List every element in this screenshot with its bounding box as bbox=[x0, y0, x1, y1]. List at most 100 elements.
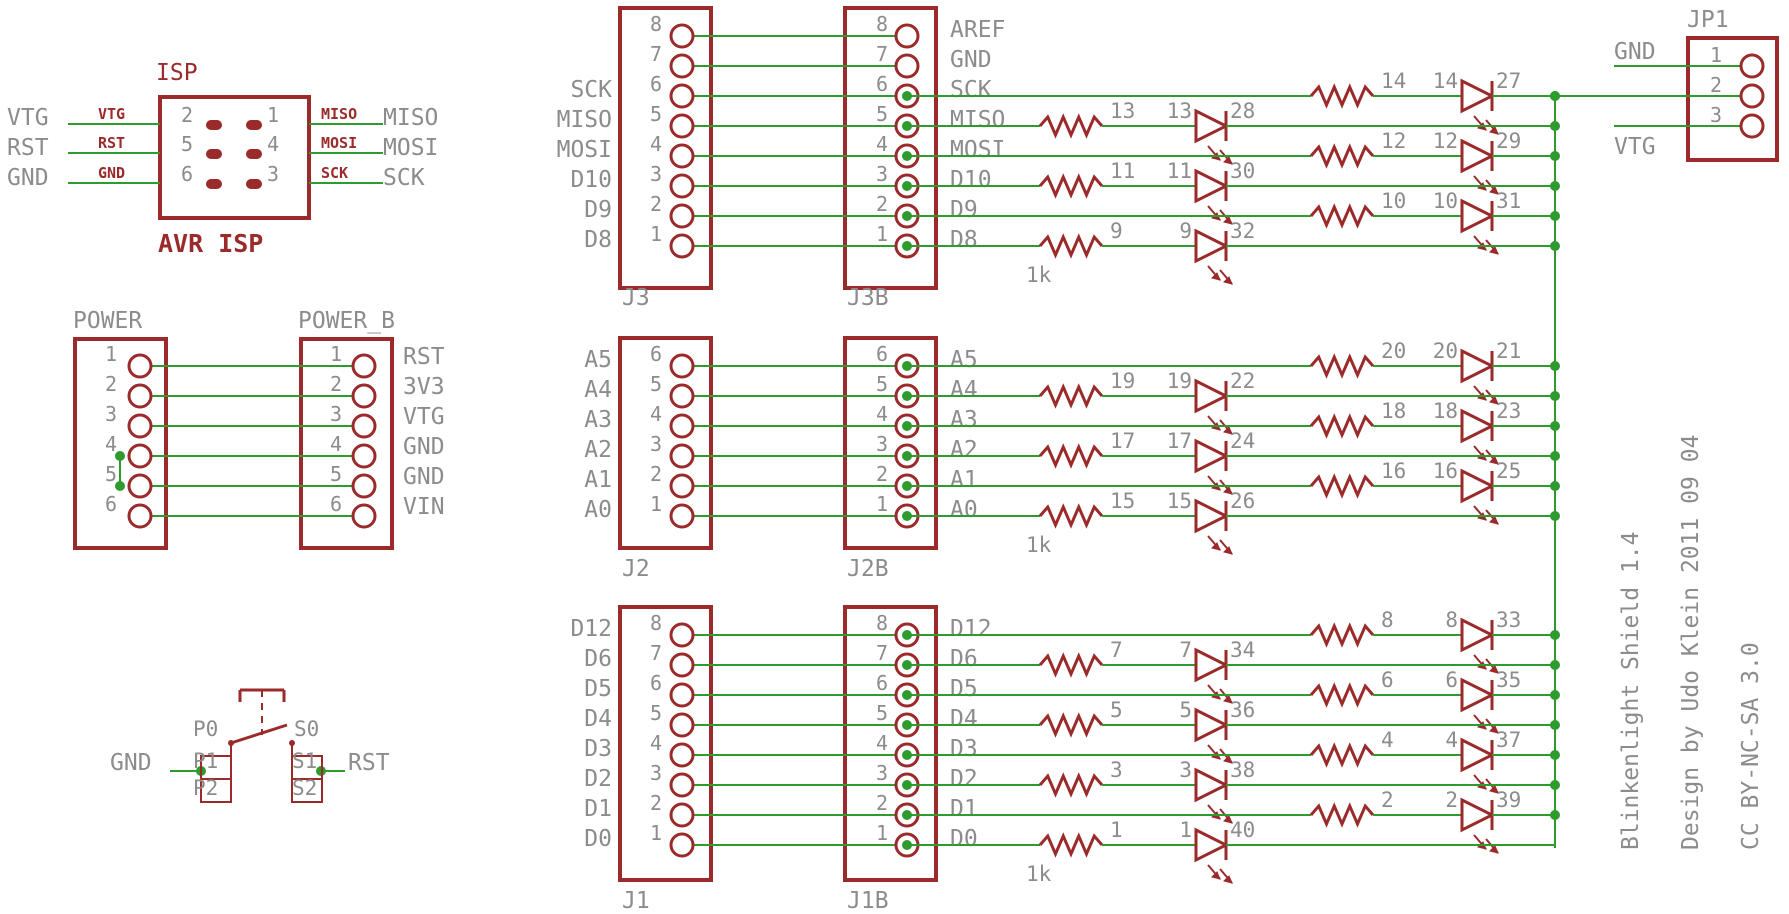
left-pin-number: 5 bbox=[650, 701, 662, 725]
isp-tag-rst: RST bbox=[98, 134, 125, 152]
right-pin-number: 4 bbox=[876, 731, 888, 755]
left-signal-label: D1 bbox=[584, 796, 612, 822]
resistor-ref: 9 bbox=[1110, 219, 1123, 243]
led-ref: 27 bbox=[1496, 69, 1521, 93]
right-pin-number: 5 bbox=[876, 372, 888, 396]
isp-label-gnd: GND bbox=[7, 165, 49, 191]
led-net-label: 15 bbox=[1167, 489, 1192, 513]
left-pin-number: 3 bbox=[650, 162, 662, 186]
jp1-pin-3: 3 bbox=[1710, 103, 1722, 127]
led bbox=[1194, 498, 1233, 555]
isp-tag-sck: SCK bbox=[321, 164, 348, 182]
switch-p2: P2 bbox=[193, 776, 218, 800]
resistor-ref: 12 bbox=[1381, 129, 1406, 153]
header-pin bbox=[669, 23, 695, 49]
led-net-label: 17 bbox=[1167, 429, 1192, 453]
left-header-name: J1 bbox=[622, 888, 650, 914]
power-pin-number: 6 bbox=[105, 492, 117, 516]
led-ref: 25 bbox=[1496, 459, 1521, 483]
resistor-value: 1k bbox=[1026, 862, 1052, 886]
led-ref: 31 bbox=[1496, 189, 1521, 213]
isp-tag-mosi: MOSI bbox=[321, 134, 357, 152]
led-net-label: 5 bbox=[1179, 698, 1192, 722]
right-pin-number: 2 bbox=[876, 791, 888, 815]
left-pin-number: 3 bbox=[650, 432, 662, 456]
led-ref: 33 bbox=[1496, 608, 1521, 632]
power-b-pin bbox=[351, 503, 377, 529]
led-net-label: 11 bbox=[1167, 159, 1192, 183]
right-pin-number: 3 bbox=[876, 761, 888, 785]
resistor bbox=[1038, 832, 1104, 858]
right-pin-number: 2 bbox=[876, 192, 888, 216]
right-header-name: J3B bbox=[847, 285, 889, 311]
resistor-ref: 20 bbox=[1381, 339, 1406, 363]
right-pin-number: 4 bbox=[876, 402, 888, 426]
right-pin-number: 5 bbox=[876, 701, 888, 725]
resistor-ref: 4 bbox=[1381, 728, 1394, 752]
jp1-label-vtg: VTG bbox=[1614, 134, 1656, 160]
led-net-label: 3 bbox=[1179, 758, 1192, 782]
left-signal-label: D2 bbox=[584, 766, 612, 792]
switch-s1: S1 bbox=[292, 749, 317, 773]
power-pin-number: 4 bbox=[105, 432, 117, 456]
resistor bbox=[1038, 503, 1104, 529]
isp-pin-5: 5 bbox=[181, 132, 193, 156]
header-pin bbox=[669, 503, 695, 529]
left-pin-number: 6 bbox=[650, 72, 662, 96]
jp1-header: JP1 1 2 3 GND VTG bbox=[1555, 7, 1779, 162]
power-b-pin bbox=[351, 383, 377, 409]
led-net-label: 10 bbox=[1433, 189, 1458, 213]
resistor-ref: 11 bbox=[1110, 159, 1135, 183]
jp1-pin-1: 1 bbox=[1710, 43, 1722, 67]
power-pin bbox=[127, 473, 153, 499]
credit-title: Blinkenlight Shield 1.4 bbox=[1618, 532, 1644, 851]
left-header-body bbox=[618, 6, 713, 290]
right-signal-label: D0 bbox=[950, 826, 978, 852]
power-b-pin-number: 3 bbox=[330, 402, 342, 426]
left-pin-number: 2 bbox=[650, 462, 662, 486]
right-signal-label: GND bbox=[950, 47, 992, 73]
right-signal-label: D1 bbox=[950, 796, 978, 822]
left-header-body bbox=[618, 336, 713, 550]
header-pin bbox=[669, 173, 695, 199]
power-b-pin-number: 6 bbox=[330, 492, 342, 516]
resistor-ref: 17 bbox=[1110, 429, 1135, 453]
resistor bbox=[1038, 652, 1104, 678]
power-b-pin bbox=[351, 353, 377, 379]
power-pin bbox=[127, 443, 153, 469]
power-pin-number: 2 bbox=[105, 372, 117, 396]
isp-tag-gnd: GND bbox=[98, 164, 125, 182]
right-pin-number: 6 bbox=[876, 671, 888, 695]
header-pin bbox=[669, 772, 695, 798]
power-body bbox=[73, 337, 168, 550]
isp-label-miso: MISO bbox=[383, 105, 438, 131]
left-signal-label: A3 bbox=[584, 407, 612, 433]
left-signal-label: D12 bbox=[570, 616, 612, 642]
right-pin-number: 6 bbox=[876, 342, 888, 366]
isp-label-rst: RST bbox=[7, 135, 49, 161]
led-ref: 29 bbox=[1496, 129, 1521, 153]
led-ref: 37 bbox=[1496, 728, 1521, 752]
left-pin-number: 6 bbox=[650, 671, 662, 695]
right-signal-label: SCK bbox=[950, 77, 992, 103]
resistor bbox=[1309, 473, 1375, 499]
credit-author: Design by Udo Klein 2011 09 04 bbox=[1678, 435, 1704, 850]
left-header-name: J2 bbox=[622, 556, 650, 582]
isp-pin-6: 6 bbox=[181, 162, 193, 186]
switch-s0: S0 bbox=[294, 717, 319, 741]
header-pin bbox=[669, 682, 695, 708]
resistor bbox=[1309, 83, 1375, 109]
header-pin bbox=[894, 23, 920, 49]
left-pin-number: 7 bbox=[650, 42, 662, 66]
power-b-pin-number: 4 bbox=[330, 432, 342, 456]
power-sig-vtg: VTG bbox=[403, 404, 445, 430]
led-ref: 38 bbox=[1230, 758, 1255, 782]
reset-switch: GND RST P0 S0 P1 P2 S1 S2 bbox=[110, 688, 390, 803]
resistor bbox=[1038, 173, 1104, 199]
led-ref: 24 bbox=[1230, 429, 1255, 453]
